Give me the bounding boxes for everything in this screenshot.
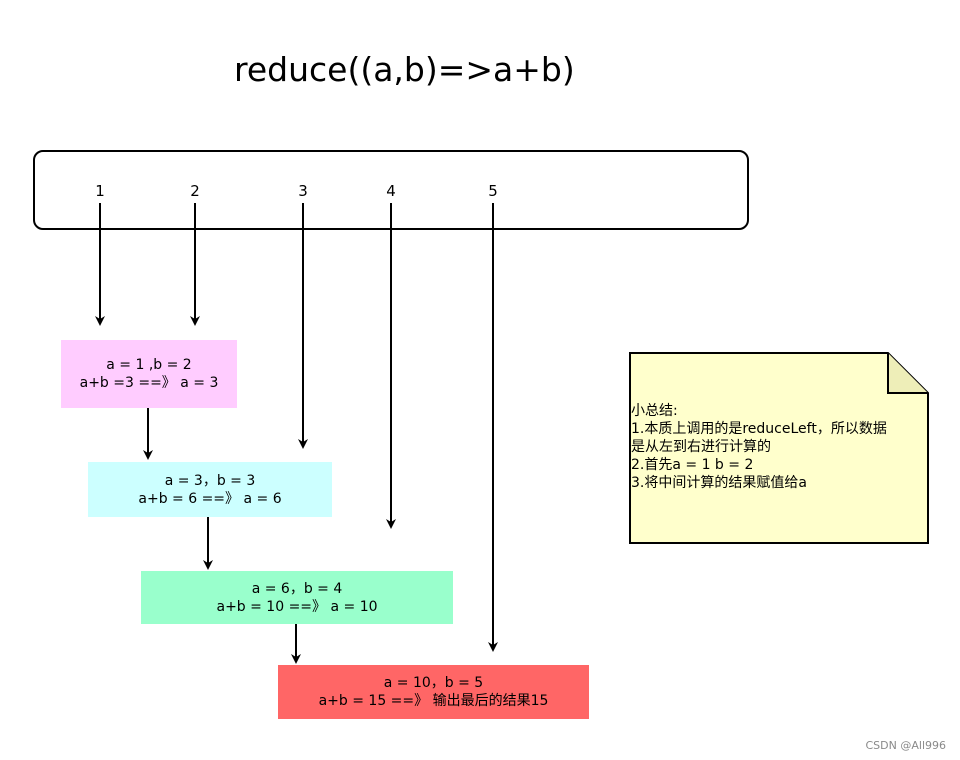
array-item-2: 2 [190,182,200,200]
step-1-line2: a+b =3 ==》 a = 3 [79,375,219,391]
step-3-line2: a+b = 10 ==》 a = 10 [216,598,378,615]
array-item-3: 3 [298,182,308,200]
diagram-title: reduce((a,b)=>a+b) [234,50,575,89]
watermark: CSDN @All996 [865,739,947,752]
step-box-2: a = 3，b = 3 a+b = 6 ==》 a = 6 [88,462,332,517]
note-line-4: 3.将中间计算的结果赋值给a [631,475,807,491]
step-2-line2: a+b = 6 ==》 a = 6 [138,490,282,507]
step-box-3: a = 6，b = 4 a+b = 10 ==》 a = 10 [141,571,453,624]
array-item-1: 1 [95,182,105,200]
note-heading: 小总结: [631,403,678,419]
step-2-line1: a = 3，b = 3 [164,472,256,489]
array-item-5: 5 [488,182,498,200]
step-1-line1: a = 1 ,b = 2 [106,357,192,373]
note-line-2: 是从左到右进行计算的 [631,439,771,455]
note-line-1: 1.本质上调用的是reduceLeft，所以数据 [631,421,887,437]
step-3-line1: a = 6，b = 4 [251,580,343,597]
step-box-1: a = 1 ,b = 2 a+b =3 ==》 a = 3 [61,340,237,408]
step-4-line2: a+b = 15 ==》 输出最后的结果15 [318,693,549,709]
summary-note: 小总结: 1.本质上调用的是reduceLeft，所以数据 是从左到右进行计算的… [631,402,927,492]
note-line-3: 2.首先a = 1 b = 2 [631,457,754,473]
array-item-4: 4 [386,182,396,200]
step-box-4: a = 10，b = 5 a+b = 15 ==》 输出最后的结果15 [278,665,589,719]
step-4-line1: a = 10，b = 5 [383,675,484,691]
